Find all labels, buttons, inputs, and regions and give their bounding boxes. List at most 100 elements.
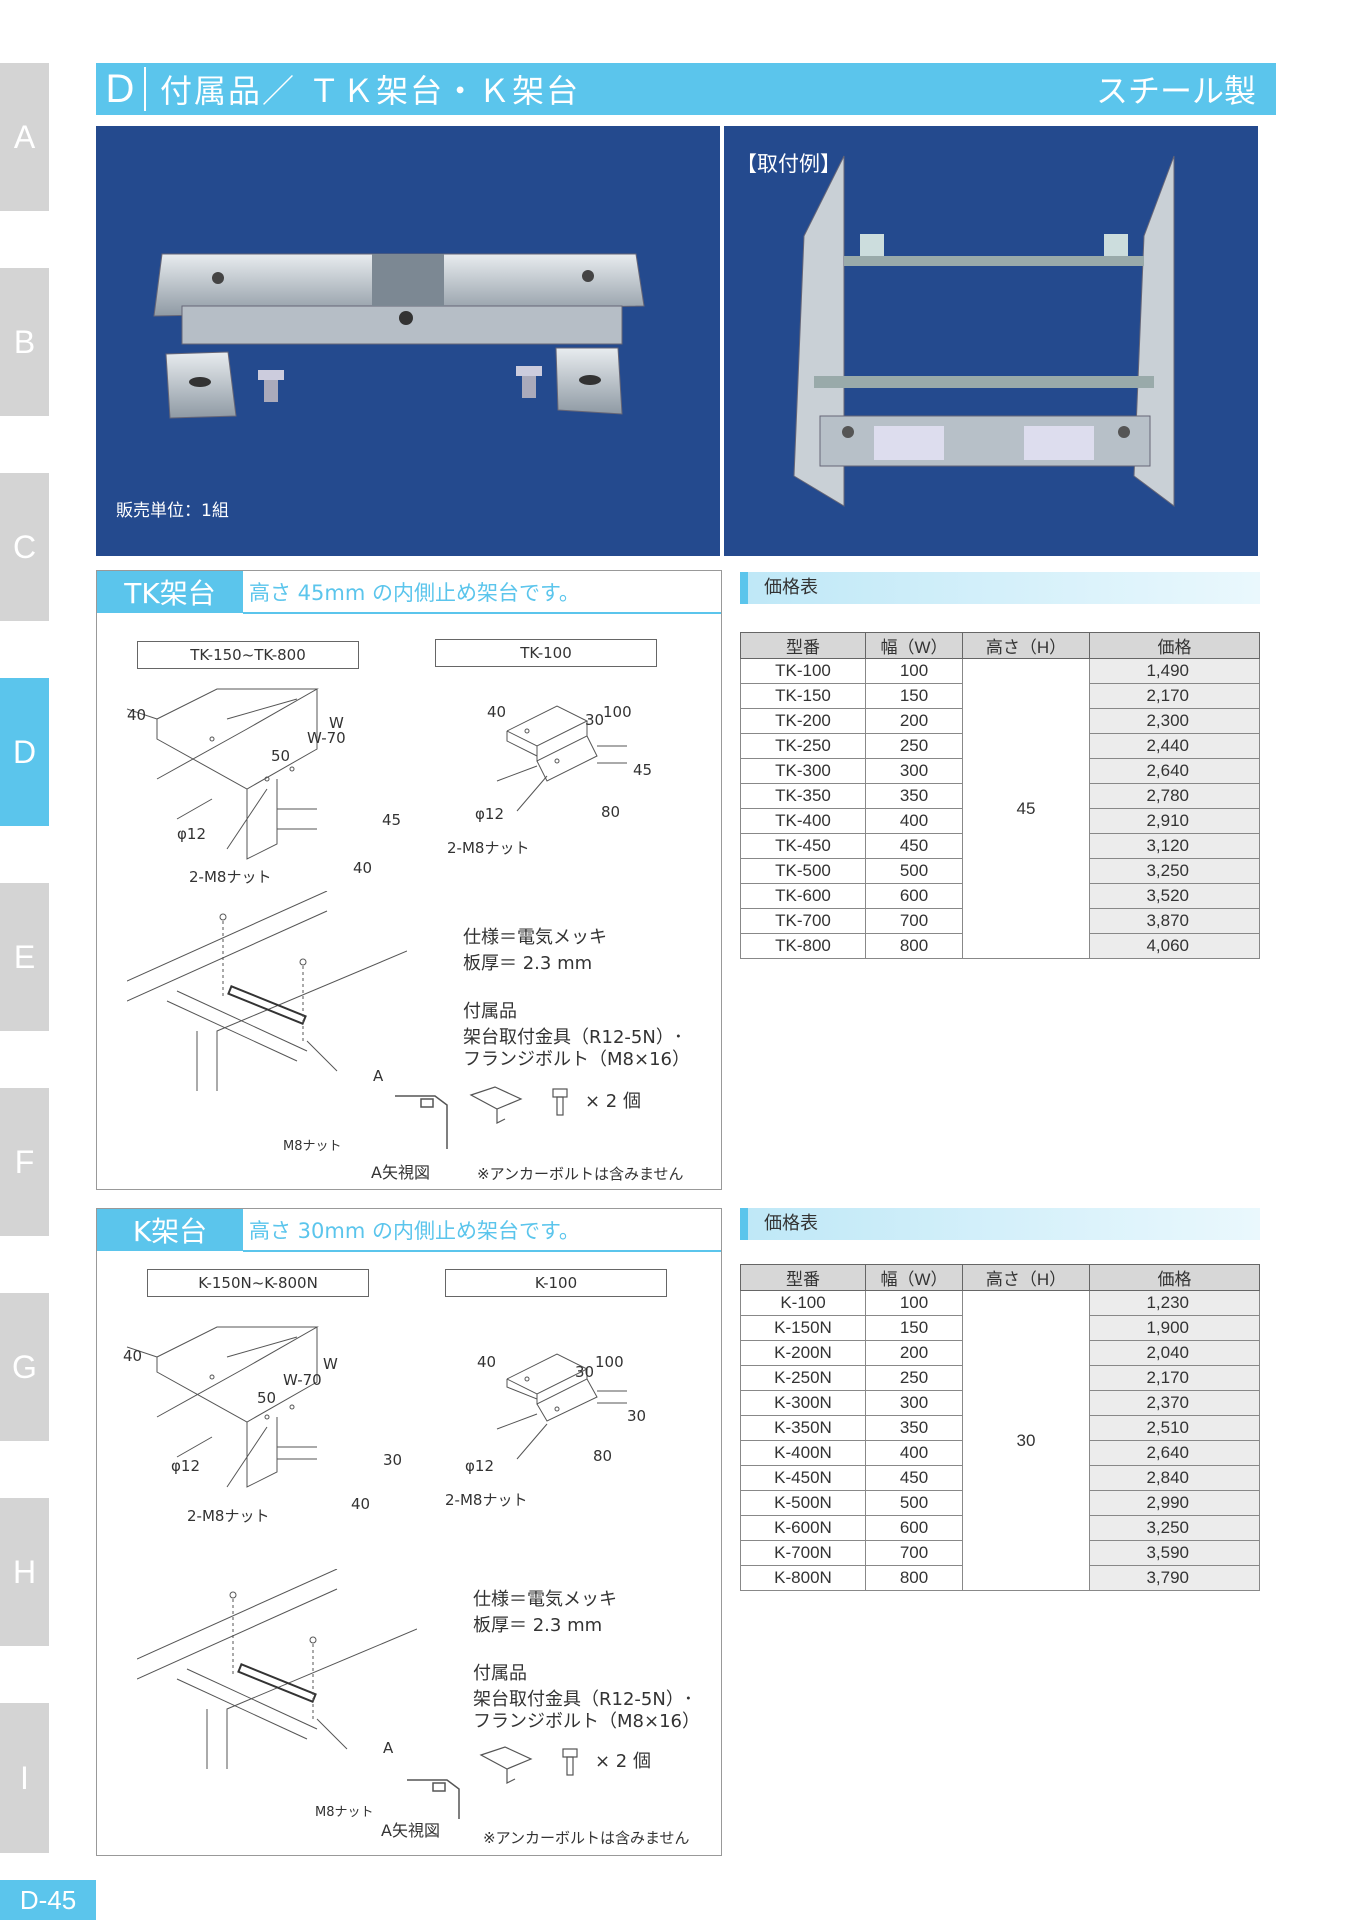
tab-a[interactable]: A	[0, 63, 49, 211]
tk-dim-d: 50	[271, 747, 291, 765]
cell-price: 3,250	[1089, 1515, 1260, 1541]
material-label: スチール製	[1095, 72, 1256, 110]
cell-price: 2,170	[1089, 1365, 1260, 1391]
cell-model: TK-250	[740, 733, 866, 759]
tk-small-dim-d: 45	[633, 761, 653, 779]
k-model-100: K-100	[445, 1269, 667, 1297]
tk-spec-finish: 仕様＝電気メッキ	[463, 927, 607, 948]
cell-price: 2,840	[1089, 1465, 1260, 1491]
page-number: D-45	[0, 1880, 96, 1920]
cell-width: 600	[865, 883, 963, 909]
product-photo: 販売単位：1組	[96, 126, 720, 556]
cell-model: K-100	[740, 1290, 866, 1316]
k-dim-f: 40	[351, 1495, 371, 1513]
tk-dim-a: 40	[127, 706, 147, 724]
tab-b[interactable]: B	[0, 268, 49, 416]
k-bracket-bolt-icon	[479, 1746, 578, 1784]
cell-model: TK-300	[740, 758, 866, 784]
cell-price: 2,640	[1089, 758, 1260, 784]
tk-small-dim-e: 80	[601, 803, 621, 821]
tab-d[interactable]: D	[0, 678, 49, 826]
cell-model: K-500N	[740, 1490, 866, 1516]
tab-g[interactable]: G	[0, 1293, 49, 1441]
cell-price: 2,780	[1089, 783, 1260, 809]
cell-model: K-150N	[740, 1315, 866, 1341]
tk-dim-phi: φ12	[177, 825, 206, 843]
tk-small-dim-c: 100	[603, 703, 632, 721]
k-small-dim-nut: 2-M8ナット	[445, 1491, 528, 1509]
cell-model: TK-500	[740, 858, 866, 884]
k-small-dim-a: 40	[477, 1353, 497, 1371]
k-anchor-note: ※アンカーボルトは含みません	[483, 1829, 690, 1847]
tk-model-range: TK-150~TK-800	[137, 641, 359, 669]
tab-f[interactable]: F	[0, 1088, 49, 1236]
section-letter: D	[96, 67, 146, 111]
k-dim-phi: φ12	[171, 1457, 200, 1475]
cell-price: 4,060	[1089, 933, 1260, 959]
col-height: 高さ（H）	[962, 632, 1090, 659]
cell-price: 1,900	[1089, 1315, 1260, 1341]
tab-h[interactable]: H	[0, 1498, 49, 1646]
tab-c[interactable]: C	[0, 473, 49, 621]
cell-model: TK-350	[740, 783, 866, 809]
col-model: 型番	[740, 1264, 866, 1291]
cell-price: 2,910	[1089, 808, 1260, 834]
k-acc-bracket: 架台取付金具（R12-5N）･	[473, 1689, 693, 1710]
cell-width: 250	[865, 1365, 963, 1391]
tk-dim-c: W	[329, 714, 344, 732]
tk-dim-b: W-70	[307, 729, 346, 747]
tk-header-line	[243, 612, 721, 614]
cell-price: 3,790	[1089, 1565, 1260, 1591]
tk-small-drawing	[496, 705, 627, 812]
k-small-dim-c: 100	[595, 1353, 624, 1371]
tk-install-drawing	[127, 891, 407, 1091]
cell-width: 800	[865, 1565, 963, 1591]
cell-width: 100	[865, 658, 963, 684]
cell-model: K-200N	[740, 1340, 866, 1366]
cell-model: TK-800	[740, 933, 866, 959]
product-illustration	[153, 253, 645, 419]
cell-model: K-450N	[740, 1465, 866, 1491]
page-title: 付属品／ ＴＫ架台・Ｋ架台	[160, 72, 581, 110]
cell-price: 2,300	[1089, 708, 1260, 734]
tk-price-heading: 価格表	[740, 572, 1260, 604]
cell-model: K-600N	[740, 1515, 866, 1541]
k-small-dim-b: 30	[575, 1363, 595, 1381]
installation-photo: 【取付例】	[724, 126, 1258, 556]
cell-price: 2,370	[1089, 1390, 1260, 1416]
cell-width: 450	[865, 833, 963, 859]
cell-model: K-300N	[740, 1390, 866, 1416]
tab-i[interactable]: I	[0, 1703, 49, 1853]
k-dim-b: W-70	[283, 1371, 322, 1389]
tk-m8-nut: M8ナット	[283, 1139, 342, 1154]
cell-width: 350	[865, 783, 963, 809]
cell-price: 1,490	[1089, 658, 1260, 684]
k-tag: K架台	[97, 1209, 243, 1251]
tab-e[interactable]: E	[0, 883, 49, 1031]
cell-width: 100	[865, 1290, 963, 1316]
k-spec-finish: 仕様＝電気メッキ	[473, 1589, 617, 1610]
cell-model: TK-600	[740, 883, 866, 909]
k-view-label: A矢視図	[381, 1821, 440, 1840]
tk-description: 高さ 45mm の内側止め架台です。	[249, 581, 580, 605]
cell-model: K-250N	[740, 1365, 866, 1391]
tk-dim-nut: 2-M8ナット	[189, 868, 272, 886]
tk-small-dim-phi: φ12	[475, 805, 504, 823]
k-dim-c: W	[323, 1355, 338, 1373]
cell-model: TK-150	[740, 683, 866, 709]
k-header-line	[243, 1250, 721, 1252]
k-a-view-drawing	[407, 1779, 460, 1819]
